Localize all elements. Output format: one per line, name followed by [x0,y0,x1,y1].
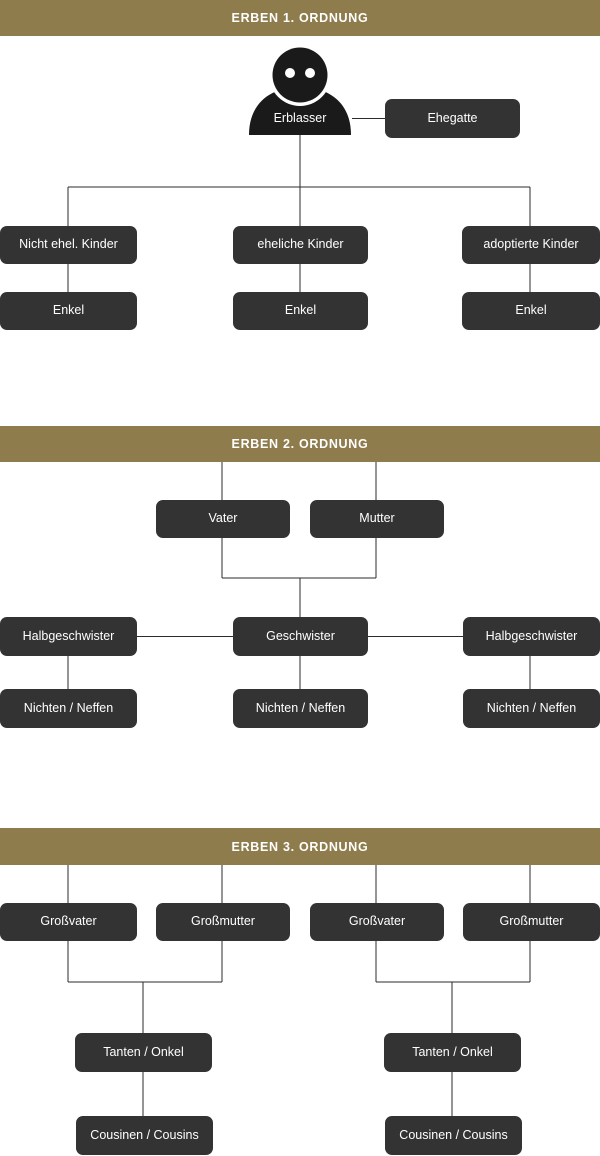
node-halfsiblings-left[interactable]: Halbgeschwister [0,617,137,656]
section-band-erben-3: ERBEN 3. ORDNUNG [0,828,600,865]
node-cousins-right[interactable]: Cousinen / Cousins [385,1116,522,1155]
node-grandchildren-left[interactable]: Enkel [0,292,137,330]
node-nieces-nephews-center[interactable]: Nichten / Neffen [233,689,368,728]
node-grandmother-maternal[interactable]: Großmutter [463,903,600,941]
node-children-adopted[interactable]: adoptierte Kinder [462,226,600,264]
node-grandfather-paternal[interactable]: Großvater [0,903,137,941]
node-grandchildren-right[interactable]: Enkel [462,292,600,330]
node-nieces-nephews-right[interactable]: Nichten / Neffen [463,689,600,728]
node-siblings[interactable]: Geschwister [233,617,368,656]
node-cousins-left[interactable]: Cousinen / Cousins [76,1116,213,1155]
deceased-person-figure: Erblasser [244,44,356,135]
node-aunts-uncles-left[interactable]: Tanten / Onkel [75,1033,212,1072]
node-father[interactable]: Vater [156,500,290,538]
node-halfsiblings-right[interactable]: Halbgeschwister [463,617,600,656]
node-mother[interactable]: Mutter [310,500,444,538]
node-spouse[interactable]: Ehegatte [385,99,520,138]
section-band-erben-2: ERBEN 2. ORDNUNG [0,426,600,462]
node-grandmother-paternal[interactable]: Großmutter [156,903,290,941]
section-band-erben-1: ERBEN 1. ORDNUNG [0,0,600,36]
node-grandfather-maternal[interactable]: Großvater [310,903,444,941]
node-children-non-marital[interactable]: Nicht ehel. Kinder [0,226,137,264]
node-grandchildren-center[interactable]: Enkel [233,292,368,330]
node-nieces-nephews-left[interactable]: Nichten / Neffen [0,689,137,728]
person-icon [249,44,351,135]
node-children-marital[interactable]: eheliche Kinder [233,226,368,264]
node-aunts-uncles-right[interactable]: Tanten / Onkel [384,1033,521,1072]
